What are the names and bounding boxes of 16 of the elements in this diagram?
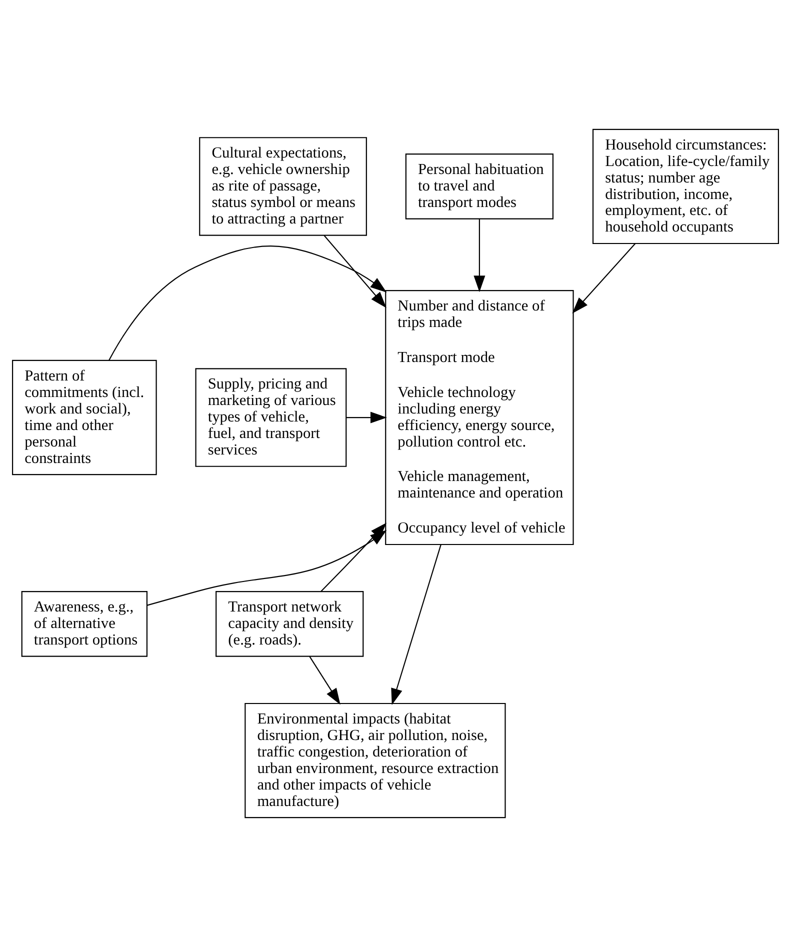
node-box: Supply, pricing and marketing of various types of vehicle, fuel, and transport services — [195, 368, 347, 466]
arrow — [572, 242, 636, 314]
arrow — [346, 411, 387, 423]
node-box: Personal habituation to travel and transport modes — [405, 153, 554, 219]
node-box: Environmental impacts (habitat disruption, GHG, air pollution, noise, traffic congestion, deterioration of urban environment, resource extraction and other impacts of vehicle manufacture) — [244, 702, 506, 818]
node-box: Awareness, e.g., of alternative transport options — [21, 590, 148, 656]
node-box: Household circumstances: Location, life-cycle/family status; number age distribution, income, employment, etc. of household occupants — [592, 128, 779, 244]
arrow — [309, 656, 340, 704]
node-box: Transport network capacity and density (e.g. roads). — [216, 590, 364, 656]
arrow — [324, 234, 386, 308]
arrow — [474, 218, 486, 292]
node-box: Pattern of commitments (incl. work and social), time and other personal constraints — [12, 359, 157, 475]
node-box: Number and distance of trips made Transport mode Vehicle technology including energy efficiency, energy source, pollution control etc. Vehicle management, maintenance and operation Occupancy level of vehicle — [385, 290, 574, 545]
node-box: Cultural expectations, e.g. vehicle ownership as rite of passage, status symbol or means to attracting a partner — [199, 136, 367, 236]
arrow — [391, 544, 442, 704]
arrow — [108, 245, 387, 360]
